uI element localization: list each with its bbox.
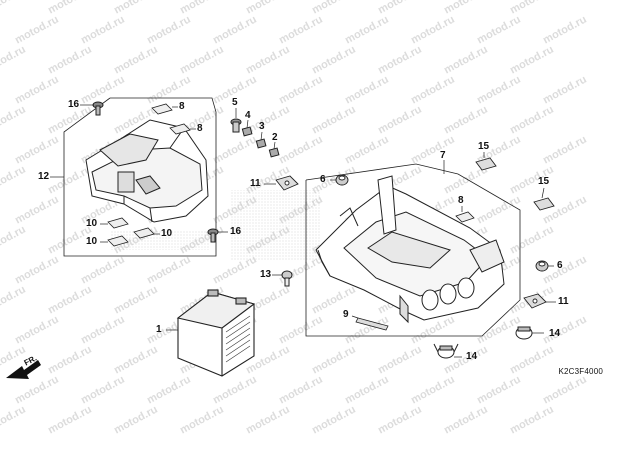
callout-5: 5: [232, 97, 238, 108]
callout-16-top: 16: [68, 99, 80, 110]
callout-6-right: 6: [557, 260, 563, 271]
bolt-5: [230, 118, 242, 133]
callout-10-b: 10: [86, 236, 98, 247]
callout-8-upper: 8: [179, 101, 185, 112]
battery: [176, 289, 256, 377]
callout-12: 12: [38, 171, 50, 182]
nut-2: [268, 147, 280, 158]
cover-shadow: [110, 230, 210, 250]
pad-8-tray: [455, 211, 475, 223]
callout-15-lower: 15: [538, 176, 550, 187]
strip-9: [355, 317, 389, 331]
callout-14-lower: 14: [466, 351, 478, 362]
battery-tray: [315, 175, 505, 324]
battery-cover: [85, 119, 209, 223]
callout-8-tray: 8: [458, 195, 464, 206]
callout-10-a: 10: [86, 218, 98, 229]
clip-15-lower: [533, 197, 555, 211]
pad-10-a: [107, 217, 129, 229]
callout-8-lower: 8: [197, 123, 203, 134]
callout-13: 13: [260, 269, 272, 280]
clip-11-right: [523, 293, 547, 309]
pad-8-upper: [151, 103, 173, 115]
tray-group-frame: [305, 163, 521, 337]
clip-15-upper: [475, 157, 497, 171]
bolt-16-top: [92, 101, 104, 116]
grommet-6-right: [535, 260, 549, 272]
callout-15-upper: 15: [478, 141, 490, 152]
callout-16-bottom: 16: [230, 226, 242, 237]
front-arrow-icon: [6, 360, 41, 379]
cover-group-frame: [63, 97, 217, 257]
callout-10-c: 10: [161, 228, 173, 239]
pad-8-lower: [169, 123, 191, 135]
nut-3: [255, 138, 267, 149]
callout-14-upper: 14: [549, 328, 561, 339]
callout-3: 3: [259, 121, 265, 132]
callout-11-right: 11: [558, 296, 569, 307]
hardware-leaders: [235, 108, 276, 150]
nut-4: [241, 126, 253, 137]
callout-4: 4: [245, 110, 251, 121]
callout-1: 1: [156, 324, 162, 335]
clamp-14-upper: [515, 326, 533, 340]
tray-leader-lines: [264, 152, 556, 358]
callout-2: 2: [272, 132, 278, 143]
bolt-16-bottom: [207, 228, 219, 243]
screw-13: [281, 270, 293, 287]
callout-7: 7: [440, 150, 446, 161]
tray-shadow: [230, 190, 320, 260]
clip-11-left: [275, 175, 299, 191]
pad-10-b: [107, 235, 129, 247]
cover-leader-lines: [50, 104, 228, 243]
callout-6-left: 6: [320, 174, 326, 185]
diagram-code: K2C3F4000: [558, 367, 603, 376]
grommet-6-left: [335, 174, 349, 186]
callout-11-left: 11: [250, 178, 261, 189]
clamp-14-lower: [433, 343, 459, 359]
callout-9: 9: [343, 309, 349, 320]
